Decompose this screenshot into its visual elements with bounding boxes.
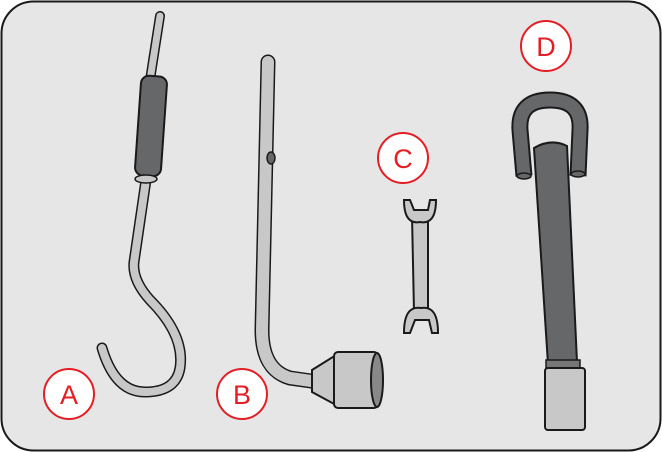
svg-text:D: D	[536, 32, 556, 62]
svg-text:B: B	[233, 380, 251, 410]
label-a: A	[43, 368, 95, 420]
label-c: C	[377, 132, 429, 184]
hook-rod-icon	[96, 11, 187, 398]
label-b: B	[216, 368, 268, 420]
svg-text:A: A	[60, 380, 78, 410]
socket-wrench-icon	[254, 54, 384, 409]
extension-handle-icon	[511, 91, 589, 431]
svg-text:C: C	[393, 144, 413, 174]
label-d: D	[520, 20, 572, 72]
open-end-wrench-icon	[402, 199, 440, 334]
